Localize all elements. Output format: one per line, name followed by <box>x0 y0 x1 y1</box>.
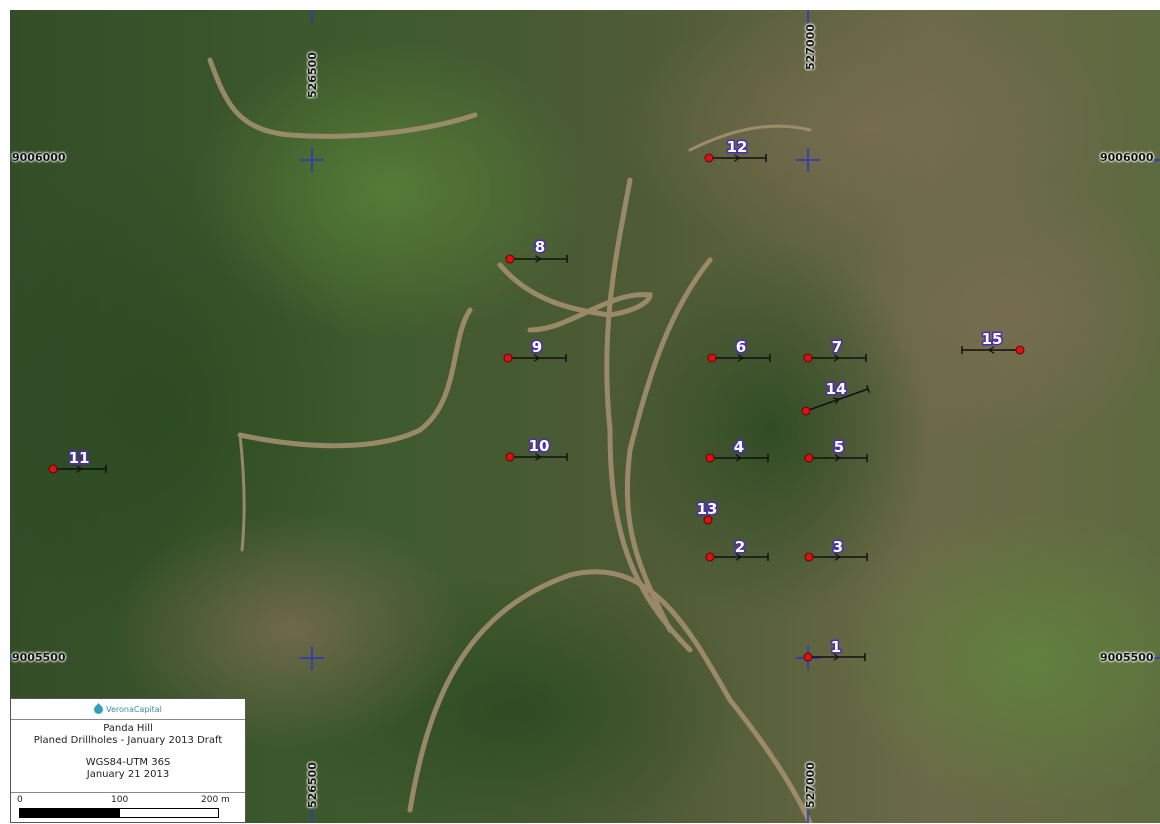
direction-chevron <box>833 354 841 362</box>
logo-text: VeronaCapital <box>106 705 162 714</box>
easting-label-top-1: 526500 <box>306 52 319 98</box>
project-name: Panda Hill <box>103 723 153 734</box>
direction-chevron <box>832 397 840 405</box>
terrain-texture <box>10 10 1160 823</box>
drillhole-collar[interactable] <box>705 552 715 562</box>
drillhole-1[interactable]: 1 <box>803 637 866 662</box>
drillhole-trace <box>805 388 869 412</box>
drillhole-label: 10 <box>529 437 550 455</box>
drillhole-collar[interactable] <box>1015 345 1025 355</box>
drillhole-collar[interactable] <box>48 464 58 474</box>
grid-cross-1 <box>300 148 324 172</box>
drillhole-collar[interactable] <box>704 153 714 163</box>
direction-chevron <box>987 346 995 354</box>
direction-chevron <box>735 454 743 462</box>
drillhole-collar[interactable] <box>707 353 717 363</box>
drillhole-collar[interactable] <box>804 552 814 562</box>
northing-label-left-2: 9005500 <box>12 651 66 664</box>
drillhole-label: 8 <box>535 238 545 256</box>
tracks <box>207 57 813 823</box>
drillhole-5[interactable]: 5 <box>804 437 868 463</box>
drillhole-label: 6 <box>736 338 746 356</box>
drillhole-12[interactable]: 12 <box>704 137 767 163</box>
drillhole-collar[interactable] <box>801 406 811 416</box>
drillhole-label: 3 <box>833 538 843 556</box>
drillhole-15[interactable]: 15 <box>961 329 1025 355</box>
direction-chevron <box>833 653 840 661</box>
direction-chevron <box>533 354 541 362</box>
drillhole-collar[interactable] <box>505 254 515 264</box>
drillhole-label: 11 <box>69 449 90 467</box>
drillhole-8[interactable]: 8 <box>505 237 568 264</box>
grid-cross-2 <box>796 148 820 172</box>
drillhole-11[interactable]: 11 <box>48 448 107 474</box>
scale-segment-white <box>119 808 219 818</box>
scale-tick-200: 200 m <box>201 795 230 805</box>
drillhole-collar[interactable] <box>505 452 515 462</box>
map-legend: VeronaCapital Panda Hill Planed Drillhol… <box>10 698 246 823</box>
scale-tick-0: 0 <box>17 795 23 805</box>
legend-divider <box>11 719 245 720</box>
drillhole-9[interactable]: 9 <box>503 337 567 363</box>
crs-label: WGS84-UTM 36S <box>85 757 171 768</box>
drillhole-label: 13 <box>697 500 718 518</box>
drillhole-2[interactable]: 2 <box>705 537 769 562</box>
drillhole-collar[interactable] <box>803 353 813 363</box>
drillhole-label: 14 <box>826 380 847 398</box>
drillhole-label: 1 <box>831 638 841 656</box>
scale-bar: 0 100 200 m <box>11 792 245 824</box>
drillhole-3[interactable]: 3 <box>804 537 868 562</box>
scale-tick-100: 100 <box>111 795 129 805</box>
direction-chevron <box>735 553 743 561</box>
easting-label-bottom-1: 526500 <box>306 762 319 808</box>
drillhole-collar[interactable] <box>803 652 813 662</box>
direction-chevron <box>834 553 842 561</box>
northing-label-left-1: 9006000 <box>12 151 66 164</box>
direction-chevron <box>76 465 83 473</box>
drillhole-label: 15 <box>982 330 1003 348</box>
logo-drop-icon <box>92 703 105 716</box>
drillhole-label: 12 <box>727 138 748 156</box>
drillhole-label: 7 <box>832 338 842 356</box>
drillhole-collar[interactable] <box>804 453 814 463</box>
grid-cross-3 <box>300 646 324 670</box>
drillhole-13[interactable]: 13 <box>695 499 719 525</box>
drillhole-label: 5 <box>834 438 844 456</box>
drillhole-10[interactable]: 10 <box>505 436 568 462</box>
drillhole-collar[interactable] <box>703 515 713 525</box>
company-logo: VeronaCapital <box>11 703 245 717</box>
direction-chevron <box>535 255 542 263</box>
date-label: January 21 2013 <box>86 769 170 780</box>
direction-chevron <box>535 453 542 461</box>
drillhole-collar[interactable] <box>503 353 513 363</box>
drillhole-7[interactable]: 7 <box>803 337 867 363</box>
easting-label-bottom-2: 527000 <box>804 762 817 808</box>
drillhole-collar[interactable] <box>705 453 715 463</box>
drillhole-label: 9 <box>532 338 542 356</box>
drillhole-label: 2 <box>735 538 745 556</box>
northing-label-right-1: 9006000 <box>1100 151 1154 164</box>
map-subtitle: Planed Drillholes - January 2013 Draft <box>33 735 223 746</box>
easting-label-top-2: 527000 <box>804 24 817 70</box>
northing-label-right-2: 9005500 <box>1100 651 1154 664</box>
direction-chevron <box>737 354 745 362</box>
coordinate-grid <box>10 10 1160 823</box>
drillhole-label: 4 <box>734 438 744 456</box>
direction-chevron <box>734 154 741 162</box>
scale-segment-black <box>19 808 121 818</box>
drillhole-6[interactable]: 6 <box>707 337 771 363</box>
drillhole-4[interactable]: 4 <box>705 437 769 463</box>
drillhole-end-tick <box>865 384 871 394</box>
direction-chevron <box>834 454 842 462</box>
drillhole-14[interactable]: 14 <box>801 379 871 416</box>
